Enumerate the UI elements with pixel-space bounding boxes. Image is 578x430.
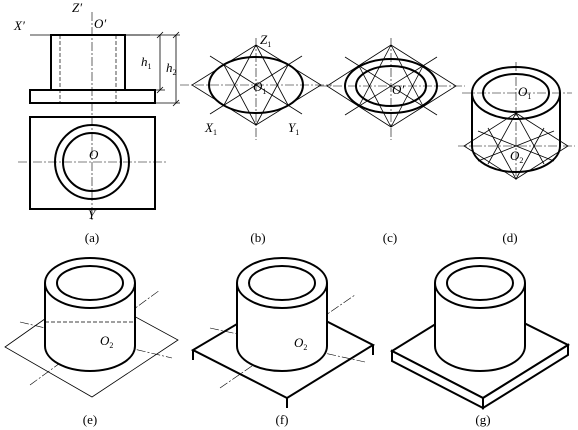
panel-a-orthographic-views: X′ Z′ O′ h1 h2 O Y [13, 0, 180, 222]
dim-tick [156, 31, 164, 39]
label-z1: Z1 [260, 32, 271, 49]
dim-tick [172, 99, 180, 107]
caption-g: (g) [475, 412, 490, 427]
top-inner-ellipse [446, 265, 514, 301]
label-h2: h2 [166, 60, 177, 77]
panel-b-ellipse-construction: Z1 O1 X1 Y1 [180, 32, 332, 140]
y1-axis [209, 55, 303, 115]
label-y: Y [88, 207, 97, 222]
label-o1: O1 [253, 79, 266, 96]
base-plate-top-view [29, 116, 156, 210]
construction-line [223, 44, 257, 106]
panel-c-concentric-ellipses: O′ [318, 38, 465, 140]
top-inner-ellipse [56, 265, 124, 301]
construction-line [255, 64, 289, 126]
label-y1: Y1 [288, 120, 299, 137]
construction-line [515, 127, 545, 180]
cylinder-body [471, 93, 561, 173]
label-h1: h1 [141, 54, 152, 71]
label-z-prime: Z′ [72, 0, 82, 15]
inner-ellipse [355, 65, 427, 107]
label-o2: O2 [294, 335, 307, 352]
caption-c: (c) [383, 230, 397, 245]
caption-a: (a) [85, 230, 99, 245]
base-plate-front [29, 89, 156, 104]
label-x1: X1 [204, 120, 217, 137]
construction-line [487, 112, 517, 165]
caption-d: (d) [502, 230, 517, 245]
construction-line [255, 44, 289, 106]
construction-line [487, 127, 517, 180]
label-o2: O2 [510, 148, 523, 165]
base-front-right-face [482, 343, 569, 410]
inner-circle [62, 132, 122, 192]
construction-line [358, 65, 392, 128]
isometric-ellipse [208, 56, 304, 114]
panel-g-finished-part [389, 257, 571, 410]
panel-e-base-centerlines: O2 [4, 257, 179, 398]
label-x-prime: X′ [13, 18, 25, 33]
panel-d-cylinder-construction: O1 O2 [458, 62, 575, 182]
caption-f: (f) [276, 412, 289, 427]
boss-outline [50, 34, 126, 91]
construction-line [358, 44, 392, 107]
label-o: O [89, 147, 99, 162]
construction-line [515, 112, 545, 165]
label-o1: O1 [518, 84, 531, 101]
outer-circle [54, 124, 130, 200]
label-o-prime: O′ [392, 82, 404, 97]
label-o-prime: O′ [94, 16, 106, 31]
dim-tick [156, 86, 164, 94]
label-o2: O2 [100, 333, 113, 350]
construction-line [223, 64, 257, 126]
dim-tick [172, 31, 180, 39]
top-inner-ellipse [248, 265, 316, 301]
panel-f-base-plate: O2 [190, 257, 376, 408]
caption-b: (b) [250, 230, 265, 245]
base-outline [4, 289, 179, 398]
caption-e: (e) [83, 412, 97, 427]
construction-line [390, 65, 424, 128]
outer-ellipse [344, 58, 438, 114]
construction-line [390, 44, 424, 107]
